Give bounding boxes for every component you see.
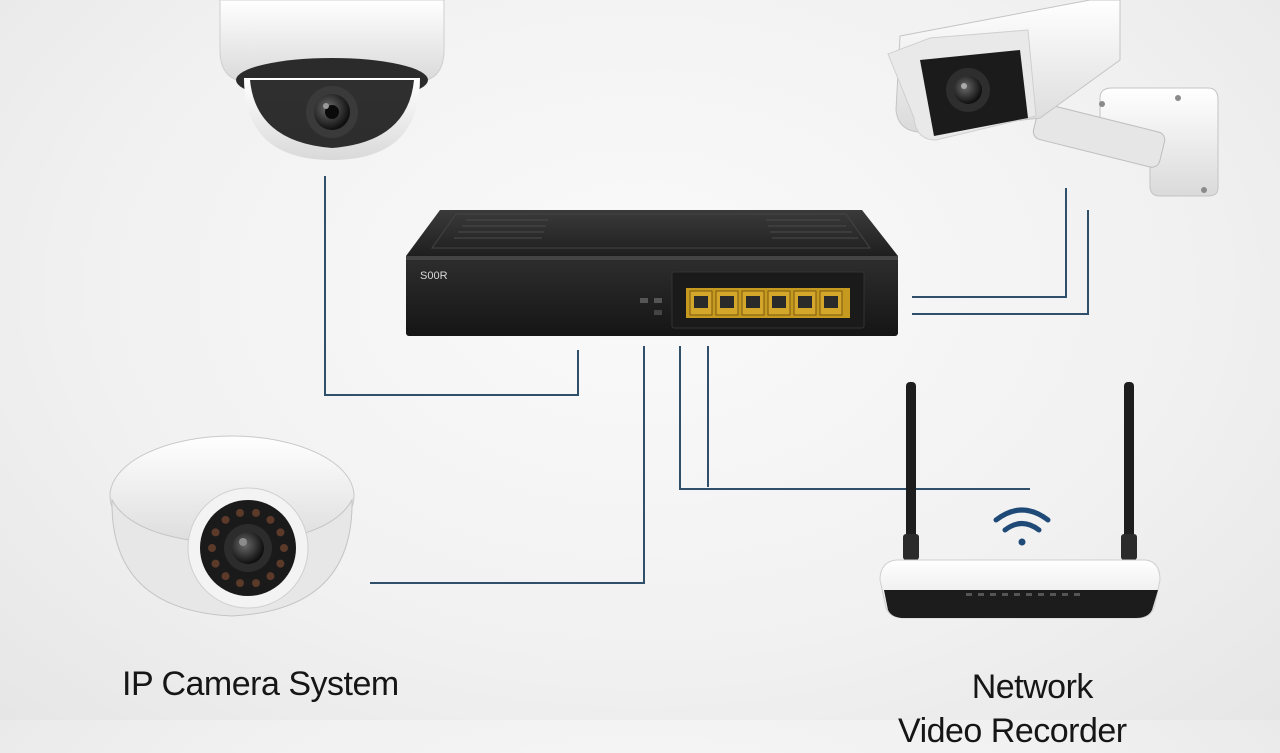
router-led (1002, 593, 1008, 596)
switch-port-socket (694, 296, 708, 308)
ir-led (276, 559, 285, 568)
ir-led (208, 544, 216, 552)
wifi-router (879, 382, 1161, 619)
ir-led (252, 579, 261, 588)
router-led (1026, 593, 1032, 596)
router-led (1074, 593, 1080, 596)
ip-camera-system-label: IP Camera System (122, 665, 399, 703)
router-led (1014, 593, 1020, 596)
ir-led (276, 528, 285, 537)
cable-dome-top (324, 176, 579, 396)
bullet-camera (887, 0, 1219, 197)
dome-camera-top (219, 0, 445, 160)
ir-led (235, 508, 244, 517)
nvr-label-line1: Network (971, 668, 1094, 706)
switch-port-socket (720, 296, 734, 308)
wifi-icon (993, 507, 1051, 546)
cable-dome-bottom (370, 346, 645, 584)
ir-led (252, 508, 261, 517)
router-led (1038, 593, 1044, 596)
switch-brand-label: S00R (420, 270, 448, 282)
switch-port-socket (824, 296, 838, 308)
switch-port-socket (798, 296, 812, 308)
ir-led (211, 559, 220, 568)
dome-camera-bottom (109, 435, 355, 617)
router-led (978, 593, 984, 596)
switch-ports (689, 290, 843, 316)
switch-port-socket (746, 296, 760, 308)
network-diagram: S00R (109, 0, 1219, 619)
poe-switch: S00R (406, 210, 898, 336)
ir-led (221, 515, 230, 524)
ir-led (221, 572, 230, 581)
ir-led (235, 579, 244, 588)
cable-bullet-camera (912, 188, 1089, 315)
ir-led (211, 528, 220, 537)
ir-led (280, 544, 288, 552)
nvr-label-line2: Video Recorder (898, 712, 1127, 750)
router-led (1062, 593, 1068, 596)
router-led (1050, 593, 1056, 596)
cable-router (679, 346, 1030, 490)
network-video-recorder-label: Network Video Recorder (898, 665, 1127, 753)
ir-led (266, 515, 275, 524)
switch-port-socket (772, 296, 786, 308)
router-led (990, 593, 996, 596)
router-led (966, 593, 972, 596)
ir-led (266, 572, 275, 581)
